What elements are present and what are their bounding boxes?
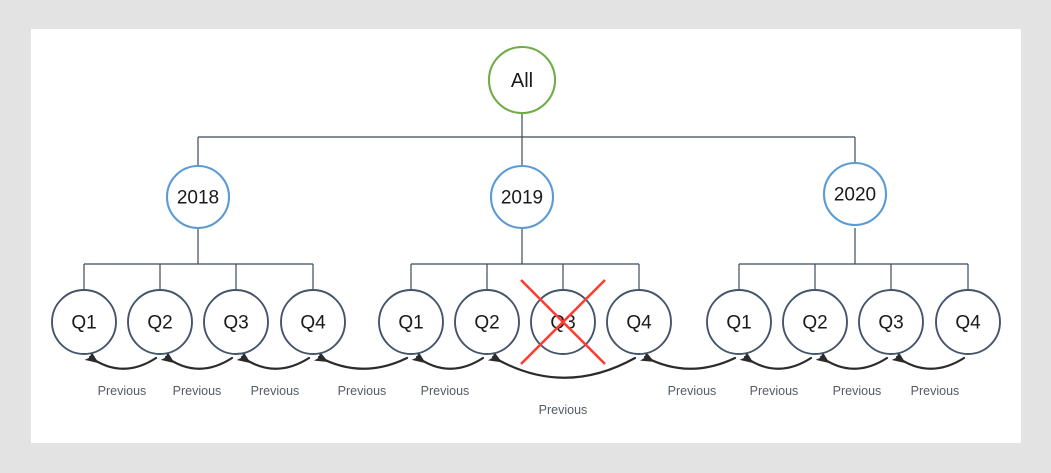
node-year-2018[interactable]: 2018: [165, 164, 231, 230]
node-year-2020[interactable]: 2020: [822, 161, 888, 227]
node-all[interactable]: All: [487, 45, 557, 115]
node-2020-Q3-label: Q3: [878, 313, 903, 334]
node-2020-Q1[interactable]: Q1: [706, 289, 772, 355]
node-all-label: All: [511, 70, 533, 92]
node-circles: All201820192020Q1Q2Q3Q4Q1Q2Q3Q4Q1Q2Q3Q4: [51, 45, 1001, 365]
node-2020-Q2-label: Q2: [802, 313, 827, 334]
previous-arrow-5: [487, 350, 637, 379]
previous-label-2: Previous: [251, 384, 300, 398]
node-2020-Q1-circle: [706, 289, 772, 355]
previous-arrow-7: [739, 350, 813, 370]
node-2018-Q3-circle: [203, 289, 269, 355]
node-year-2019[interactable]: 2019: [489, 164, 555, 230]
previous-arrow-9: [891, 350, 966, 370]
previous-arrow-0: [84, 350, 158, 370]
node-2020-Q2[interactable]: Q2: [782, 289, 848, 355]
node-2019-Q1[interactable]: Q1: [378, 289, 444, 355]
node-2018-Q4[interactable]: Q4: [280, 289, 346, 355]
previous-arrows: [84, 350, 966, 379]
previous-label-4: Previous: [421, 384, 470, 398]
node-year-2019-circle: [489, 164, 555, 230]
node-2018-Q1[interactable]: Q1: [51, 289, 117, 355]
previous-arrow-3: [314, 350, 409, 370]
node-2019-Q1-label: Q1: [398, 313, 423, 334]
node-2018-Q3[interactable]: Q3: [203, 289, 269, 355]
node-2020-Q4[interactable]: Q4: [935, 289, 1001, 355]
node-2019-Q3-excluded-x-icon: [520, 279, 606, 365]
node-2019-Q4-label: Q4: [626, 313, 652, 334]
previous-label-8: Previous: [833, 384, 882, 398]
previous-arrow-2: [236, 350, 311, 370]
node-2020-Q3[interactable]: Q3: [858, 289, 924, 355]
previous-label-3: Previous: [338, 384, 387, 398]
node-2018-Q2-label: Q2: [147, 313, 172, 334]
previous-label-1: Previous: [173, 384, 222, 398]
previous-label-6: Previous: [668, 384, 717, 398]
node-2018-Q2[interactable]: Q2: [127, 289, 193, 355]
previous-arrow-1: [160, 350, 234, 370]
node-year-2020-label: 2020: [834, 185, 876, 206]
node-2019-Q2-circle: [454, 289, 520, 355]
previous-label-7: Previous: [750, 384, 799, 398]
node-2019-Q1-circle: [378, 289, 444, 355]
node-2019-Q2-label: Q2: [474, 313, 499, 334]
node-2020-Q4-circle: [935, 289, 1001, 355]
node-year-2020-circle: [822, 161, 888, 227]
node-year-2018-label: 2018: [177, 188, 219, 209]
node-all-circle: [487, 45, 557, 115]
node-year-2018-circle: [165, 164, 231, 230]
node-2018-Q2-circle: [127, 289, 193, 355]
node-2020-Q2-circle: [782, 289, 848, 355]
previous-label-9: Previous: [911, 384, 960, 398]
node-2018-Q1-label: Q1: [71, 313, 96, 334]
previous-arrow-8: [815, 350, 889, 370]
node-year-2019-label: 2019: [501, 188, 543, 209]
connector-lines: [83, 113, 969, 290]
previous-arrow-6: [640, 350, 737, 370]
node-2019-Q4[interactable]: Q4: [606, 289, 672, 355]
node-2018-Q3-label: Q3: [223, 313, 248, 334]
previous-label-5: Previous: [539, 403, 588, 417]
node-2020-Q3-circle: [858, 289, 924, 355]
node-2018-Q1-circle: [51, 289, 117, 355]
previous-label-0: Previous: [98, 384, 147, 398]
node-2020-Q1-label: Q1: [726, 313, 751, 334]
previous-arrow-4: [411, 350, 485, 370]
node-2019-Q2[interactable]: Q2: [454, 289, 520, 355]
strike-line-b: [520, 279, 606, 365]
node-2020-Q4-label: Q4: [955, 313, 981, 334]
node-2018-Q4-label: Q4: [300, 313, 326, 334]
node-2018-Q4-circle: [280, 289, 346, 355]
node-2019-Q4-circle: [606, 289, 672, 355]
